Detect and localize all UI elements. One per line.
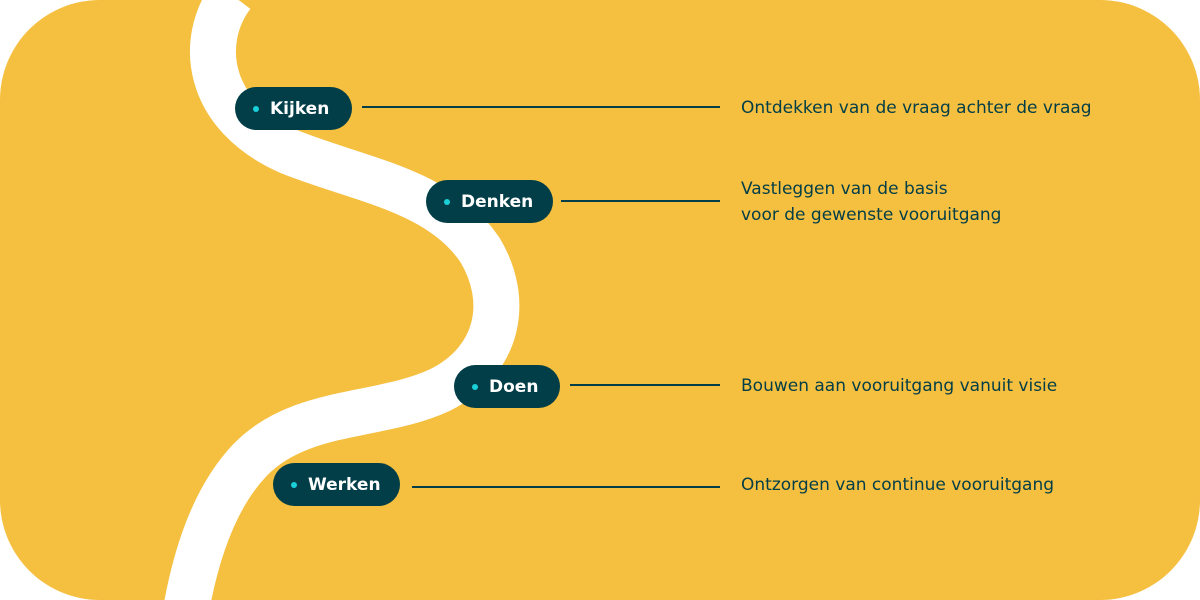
bullet-dot-icon (291, 481, 297, 488)
connector-line-kijken (362, 106, 720, 108)
step-pill-denken: Denken (426, 180, 553, 223)
step-pill-doen: Doen (454, 365, 560, 408)
description-line: Ontzorgen van continue vooruitgang (741, 475, 1055, 495)
step-description-werken: Ontzorgen van continue vooruitgang (741, 472, 1054, 498)
step-label: Denken (461, 191, 534, 212)
bullet-dot-icon (472, 383, 478, 390)
step-label: Kijken (270, 98, 330, 119)
step-pill-werken: Werken (273, 463, 400, 506)
step-description-doen: Bouwen aan vooruitgang vanuit visie (741, 373, 1057, 399)
step-pill-kijken: Kijken (235, 87, 352, 130)
step-description-denken: Vastleggen van de basis voor de gewenste… (741, 176, 1001, 228)
description-line: Bouwen aan vooruitgang vanuit visie (741, 376, 1058, 396)
step-label: Doen (489, 376, 539, 397)
connector-line-werken (412, 486, 720, 488)
description-line: Ontdekken van de vraag achter de vraag (741, 98, 1092, 118)
description-line: Vastleggen van de basis (741, 179, 948, 199)
description-line: voor de gewenste vooruitgang (741, 205, 1002, 225)
connector-line-denken (561, 200, 720, 202)
bullet-dot-icon (444, 198, 450, 205)
connector-line-doen (570, 384, 720, 386)
step-description-kijken: Ontdekken van de vraag achter de vraag (741, 95, 1092, 121)
step-label: Werken (308, 474, 381, 495)
bullet-dot-icon (253, 105, 259, 112)
